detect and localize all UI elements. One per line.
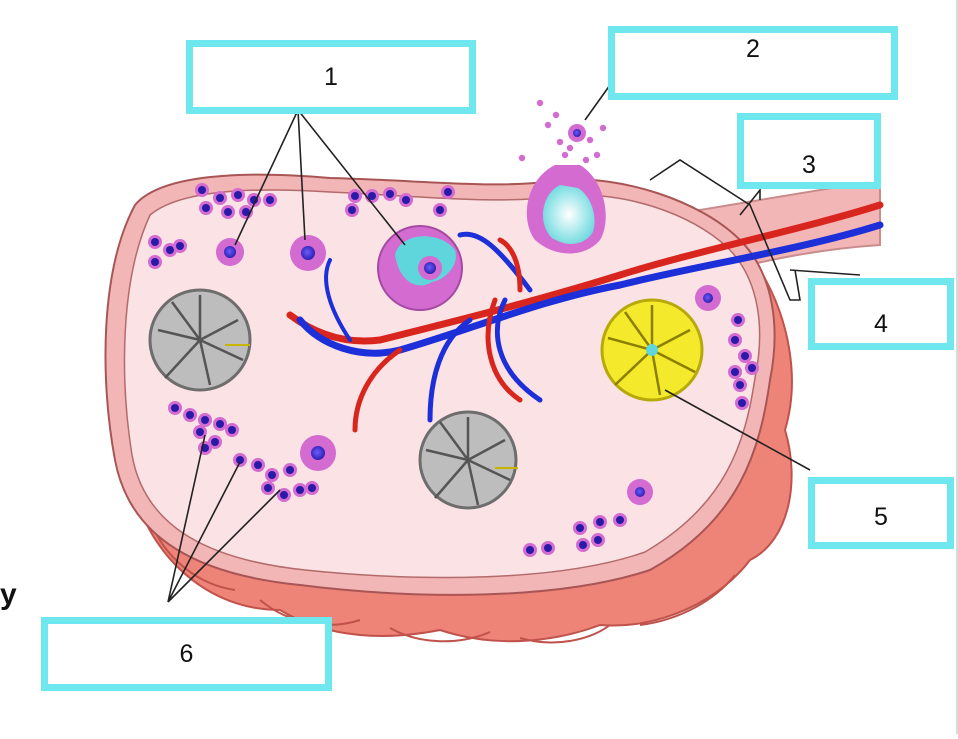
corpus-albicans	[418, 410, 518, 510]
granulosa-cell	[544, 121, 552, 129]
primary-follicle	[216, 238, 244, 266]
label-box-6[interactable]: 6	[41, 617, 332, 691]
label-box-2[interactable]: 2	[608, 26, 898, 100]
primordial-follicle	[173, 239, 187, 253]
primordial-follicle	[231, 188, 245, 202]
granulosa-cell	[518, 154, 526, 162]
primordial-follicle	[195, 183, 209, 197]
label-box-1[interactable]: 1	[186, 40, 476, 114]
primordial-follicle	[293, 483, 307, 497]
granulosa-cell	[561, 151, 569, 159]
primordial-follicle	[283, 463, 297, 477]
primordial-follicle	[277, 488, 291, 502]
primordial-follicle	[613, 513, 627, 527]
primordial-follicle	[593, 515, 607, 529]
corpus-albicans	[148, 288, 252, 392]
window-edge	[956, 0, 958, 734]
primordial-follicle	[193, 425, 207, 439]
primordial-follicle	[225, 423, 239, 437]
primordial-follicle	[263, 193, 277, 207]
primordial-follicle	[261, 481, 275, 495]
primordial-follicle	[198, 441, 212, 455]
primary-follicle	[695, 285, 721, 311]
granulosa-cell	[566, 144, 574, 152]
primary-follicles	[216, 235, 721, 505]
primordial-follicle	[213, 417, 227, 431]
primordial-follicle	[523, 543, 537, 557]
primordial-follicle	[576, 538, 590, 552]
primary-follicle	[627, 479, 653, 505]
primordial-follicle	[265, 468, 279, 482]
primordial-follicle	[399, 193, 413, 207]
primordial-follicle	[168, 401, 182, 415]
primordial-follicle	[148, 255, 162, 269]
primordial-follicle	[348, 189, 362, 203]
primordial-follicle	[441, 185, 455, 199]
blood-vessels	[286, 201, 884, 433]
primordial-follicle	[541, 541, 555, 555]
primordial-follicle	[233, 453, 247, 467]
primordial-follicle	[591, 533, 605, 547]
granulosa-cell	[556, 138, 564, 146]
cut-off-text: y	[0, 578, 17, 611]
primordial-follicle	[735, 396, 749, 410]
primordial-follicle	[148, 235, 162, 249]
secondary-follicle	[377, 225, 463, 311]
primary-follicle	[290, 235, 326, 271]
granulosa-cell	[552, 111, 560, 119]
corpus-luteum	[600, 298, 704, 402]
primordial-follicle	[433, 203, 447, 217]
primordial-follicle	[731, 313, 745, 327]
label-box-4[interactable]: 4	[808, 278, 954, 350]
primary-follicle	[300, 435, 336, 471]
primordial-follicle	[728, 365, 742, 379]
primordial-follicle	[221, 205, 235, 219]
granulosa-cell	[536, 99, 544, 107]
primordial-follicle	[305, 481, 319, 495]
granulosa-cell	[599, 124, 607, 132]
primordial-follicles	[148, 183, 759, 557]
primordial-follicle	[199, 201, 213, 215]
leader-lines	[167, 84, 861, 603]
primordial-follicle	[745, 361, 759, 375]
primordial-follicle	[728, 333, 742, 347]
primordial-follicle	[198, 413, 212, 427]
primordial-follicle	[345, 203, 359, 217]
label-box-3[interactable]: 3	[737, 113, 881, 189]
primordial-follicle	[251, 458, 265, 472]
primordial-follicle	[738, 349, 752, 363]
granulosa-cell	[586, 136, 594, 144]
ovulating-follicle	[518, 99, 607, 254]
primordial-follicle	[573, 521, 587, 535]
granulosa-cell	[593, 151, 601, 159]
label-box-5[interactable]: 5	[808, 477, 954, 549]
primordial-follicle	[213, 191, 227, 205]
primordial-follicle	[183, 408, 197, 422]
granulosa-cell	[582, 156, 590, 164]
primordial-follicle	[383, 187, 397, 201]
primordial-follicle	[733, 378, 747, 392]
